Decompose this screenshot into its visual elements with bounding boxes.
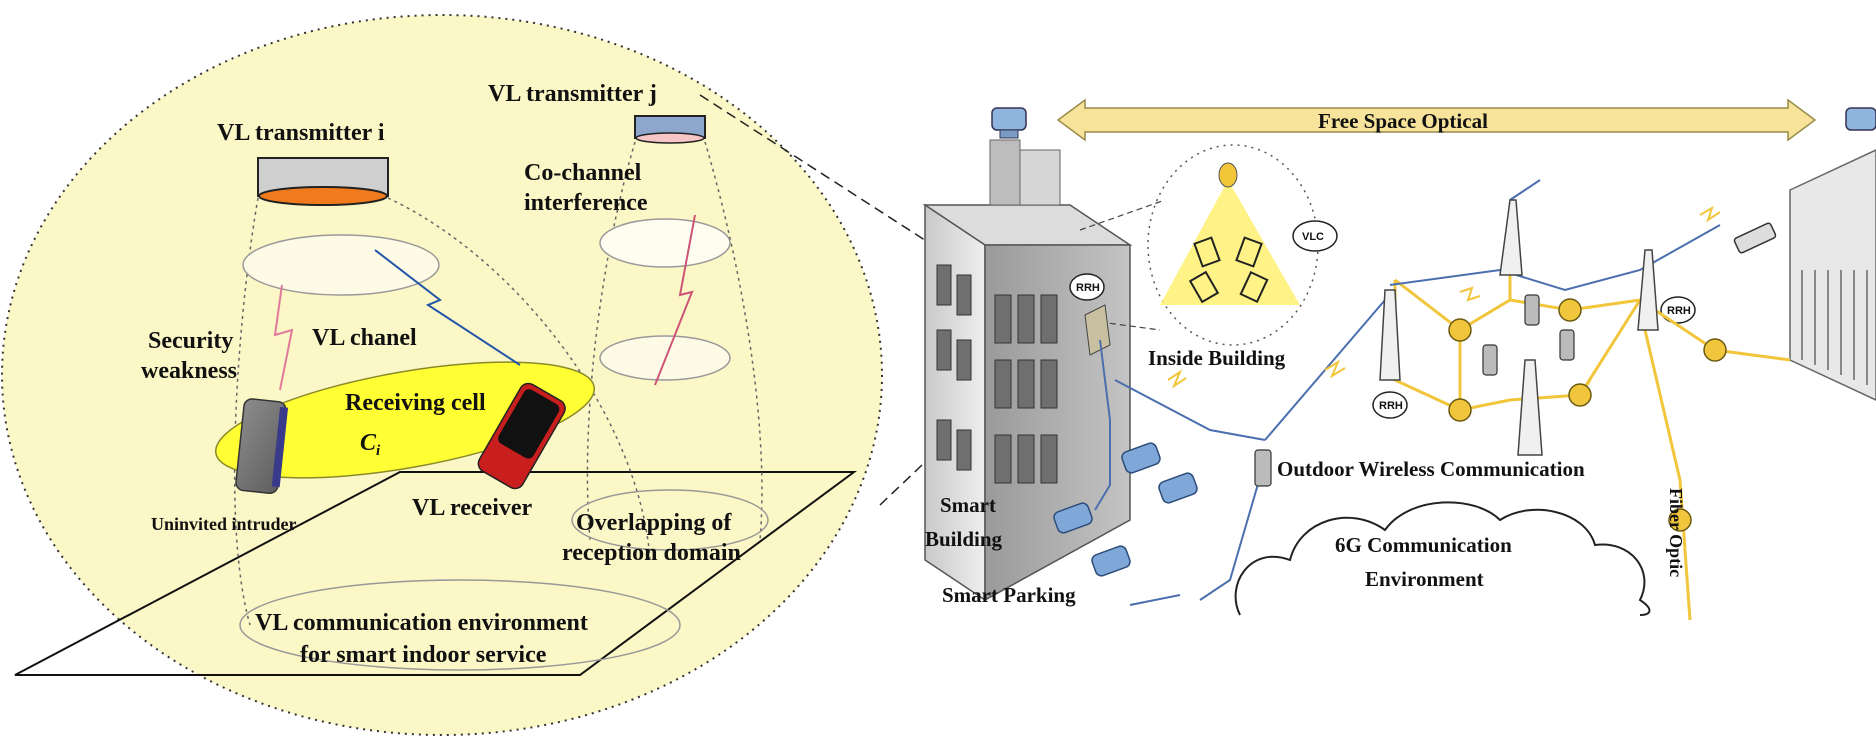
vlc-lamp-icon xyxy=(1218,162,1238,188)
vl-receiver-phone-icon xyxy=(477,382,566,490)
vlc-badge xyxy=(1292,220,1338,252)
free-space-optical-arrow xyxy=(1056,98,1817,142)
security-weakness-bolt-icon xyxy=(273,284,294,391)
indoor-floor xyxy=(14,471,858,676)
cone-j-outline xyxy=(586,141,636,541)
label-outdoor-wireless: Outdoor Wireless Communication xyxy=(1277,457,1585,481)
camera-right-icon xyxy=(1845,107,1876,131)
label-fiber-optic: Fiber Optic xyxy=(1666,488,1686,577)
cell-tower-icons xyxy=(1379,199,1659,456)
label-environment-1: VL communication environment xyxy=(255,610,588,636)
label-rrh-building: RRH xyxy=(1076,282,1100,294)
coverage-ellipse-i-top xyxy=(242,234,440,296)
vlc-link-line-2 xyxy=(1099,321,1161,331)
building-rrh-box-icon xyxy=(1084,304,1111,356)
label-uninvited-intruder: Uninvited intruder xyxy=(151,514,297,534)
label-free-space-optical: Free Space Optical xyxy=(1318,109,1488,133)
co-channel-bolt-icon xyxy=(654,214,696,386)
label-vlc: VLC xyxy=(1302,231,1324,243)
intruder-phone-icon xyxy=(235,398,289,494)
parking-car-icons xyxy=(1053,442,1198,577)
label-receiving-cell: Receiving cell xyxy=(345,390,486,416)
left-panel: VL transmitter i VL transmitter j Co-cha… xyxy=(1,14,883,736)
label-overlap-1: Overlapping of xyxy=(576,510,732,536)
label-overlap-2: reception domain xyxy=(562,540,741,566)
cloud-6g-shape xyxy=(1234,501,1651,616)
label-transmitter-i: VL transmitter i xyxy=(217,120,385,146)
label-smart-building-1: Smart xyxy=(940,493,996,517)
receiving-cell-ellipse xyxy=(214,361,596,479)
label-rrh-left-tower: RRH xyxy=(1379,400,1403,412)
label-vl-chanel: VL chanel xyxy=(312,325,417,351)
label-co-channel-1: Co-channel xyxy=(524,160,642,186)
wireless-links xyxy=(1094,179,1721,606)
label-co-channel-2: interference xyxy=(524,190,648,216)
rrh-badge-building: RRH xyxy=(1069,273,1105,301)
vl-transmitter-j-icon xyxy=(634,115,706,144)
network-bolt-icons xyxy=(1167,205,1721,389)
label-6g-env-2: Environment xyxy=(1365,567,1484,591)
label-security-2: weakness xyxy=(141,358,237,384)
overlap-ellipse xyxy=(571,489,769,551)
label-inside-building: Inside Building xyxy=(1148,346,1286,370)
label-smart-building-2: Building xyxy=(925,527,1003,551)
fiber-node-icons xyxy=(1448,298,1727,532)
label-transmitter-j: VL transmitter j xyxy=(488,81,657,107)
label-security-1: Security xyxy=(148,328,233,354)
coverage-ellipse-j-top xyxy=(599,218,731,268)
right-building-icon xyxy=(1789,149,1876,401)
cone-j-outline-right xyxy=(704,141,763,541)
vl-transmitter-i-icon xyxy=(257,157,389,206)
cone-i-outline xyxy=(233,197,259,626)
camera-left-icon xyxy=(991,107,1027,139)
right-panel: Free Space Optical xyxy=(922,98,1876,621)
label-cell-symbol: Ci xyxy=(360,430,381,459)
label-vl-receiver: VL receiver xyxy=(412,495,533,521)
surveillance-camera-icon xyxy=(1733,222,1777,254)
label-smart-parking: Smart Parking xyxy=(942,583,1076,607)
label-6g-env-1: 6G Communication xyxy=(1335,533,1512,557)
rrh-badge-left-tower: RRH xyxy=(1372,391,1408,419)
label-environment-2: for smart indoor service xyxy=(300,642,547,668)
environment-ellipse xyxy=(239,579,681,671)
rrh-badge-right-tower: RRH xyxy=(1660,296,1696,324)
network-phone-icons xyxy=(1254,294,1575,487)
vl-chanel-bolt-icon xyxy=(374,249,521,366)
vlc-light-cone xyxy=(1160,180,1300,305)
label-rrh-right-tower: RRH xyxy=(1667,305,1691,317)
vlc-link-line-1 xyxy=(1079,199,1166,231)
vlc-device-icons xyxy=(1188,236,1269,304)
